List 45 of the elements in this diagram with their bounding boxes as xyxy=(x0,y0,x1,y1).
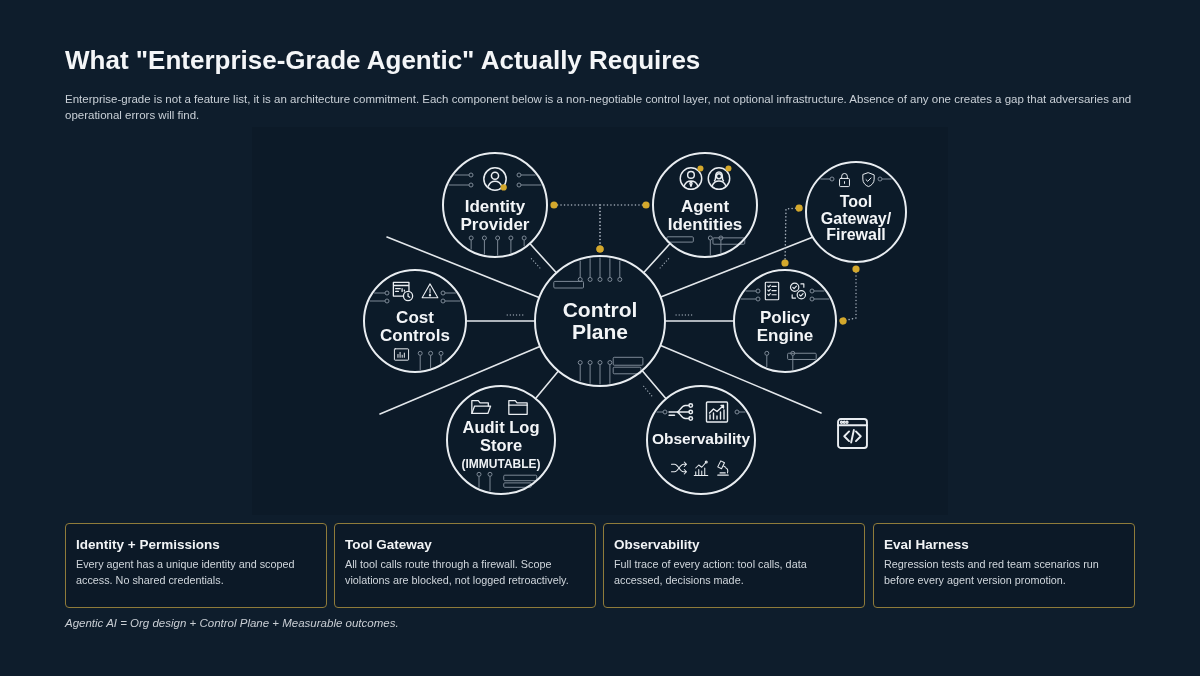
connector-line xyxy=(660,236,813,298)
connector-line xyxy=(466,320,535,322)
card-body: Every agent has a unique identity and scoped access. No shared credentials. xyxy=(76,557,296,588)
card-heading: Identity + Permissions xyxy=(76,536,221,553)
card-body: Full trace of every action: tool calls, data accessed, decisions made. xyxy=(614,557,808,588)
component-circle xyxy=(363,269,467,373)
component-circle xyxy=(646,385,756,495)
node-label: Agent Identities xyxy=(666,198,744,234)
dotted-connector xyxy=(596,201,650,253)
info-card xyxy=(334,523,596,608)
node-label: Tool Gateway/ Firewall xyxy=(819,193,893,245)
info-card xyxy=(603,523,865,608)
card-body: Regression tests and red team scenarios run before every agent version promotion. xyxy=(884,557,1100,588)
node-sublabel: (IMMUTABLE) xyxy=(461,457,541,471)
node-label: Audit Log Store xyxy=(461,419,541,454)
dotted-connector xyxy=(781,204,803,267)
card-heading: Tool Gateway xyxy=(345,536,433,553)
connector-line xyxy=(665,320,734,322)
connector-line xyxy=(660,344,822,414)
connector-line xyxy=(535,370,559,399)
connector-line xyxy=(641,370,667,399)
node-label: Cost Controls xyxy=(379,309,451,345)
connector-line xyxy=(529,243,557,273)
dotted-connector xyxy=(839,265,860,325)
component-circle xyxy=(442,152,548,258)
connector-line xyxy=(379,346,541,415)
component-circle xyxy=(805,161,907,263)
card-body: All tool calls route through a firewall. Scope violations are blocked, not logged retroactively. xyxy=(345,557,570,588)
component-circle xyxy=(652,152,758,258)
node-label: Policy Engine xyxy=(755,309,815,345)
title: What "Enterprise-Grade Agentic" Actually Requires xyxy=(65,44,701,76)
card-heading: Eval Harness xyxy=(884,536,970,553)
connector-line xyxy=(386,236,540,299)
caption: Agentic AI = Org design + Control Plane + Measurable outcomes. xyxy=(65,616,399,631)
node-label: Observability xyxy=(651,430,751,448)
info-card xyxy=(873,523,1135,608)
component-circle xyxy=(534,255,666,387)
subtitle: Enterprise-grade is not a feature list, it is an architecture commitment. Each component below is a non-negotiable control layer, not optional infrastructure. Absence of any one creates a gap that adversaries and operational errors will find. xyxy=(65,92,1133,123)
info-card xyxy=(65,523,327,608)
card-heading: Observability xyxy=(614,536,701,553)
connector-line xyxy=(643,243,671,273)
component-circle xyxy=(733,269,837,373)
node-label: Identity Provider xyxy=(459,198,531,234)
component-circle xyxy=(446,385,556,495)
node-label: Control Plane xyxy=(561,298,639,344)
